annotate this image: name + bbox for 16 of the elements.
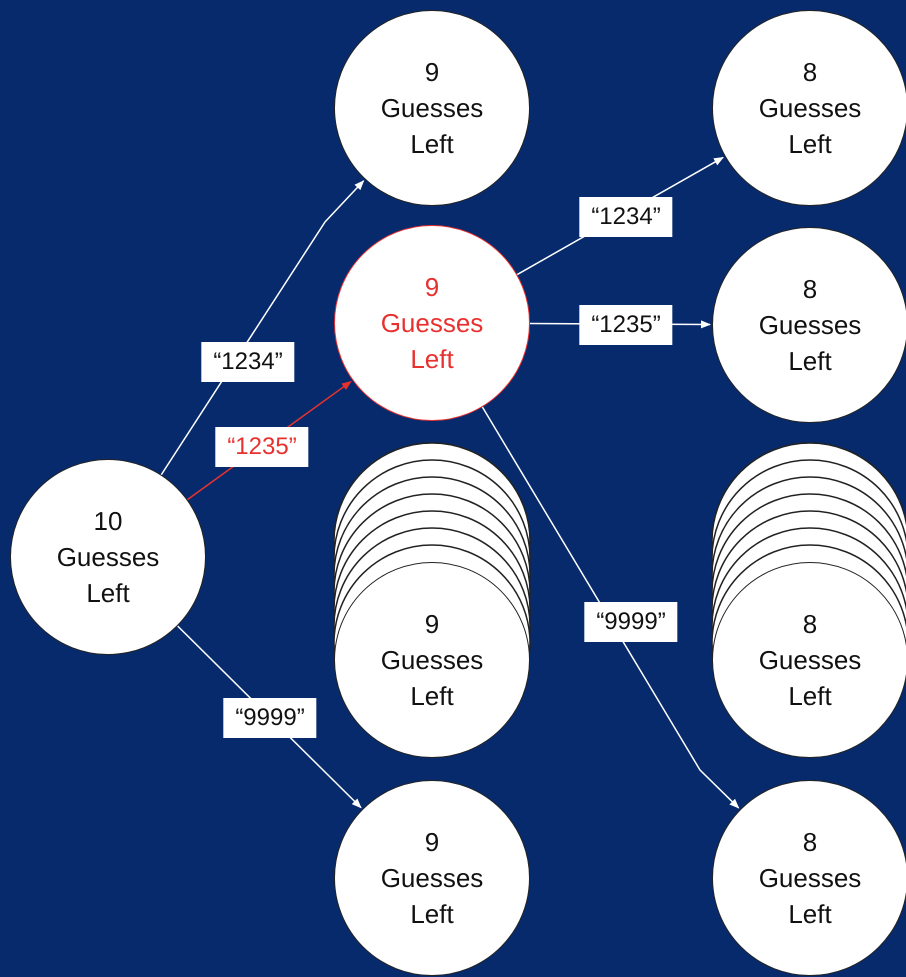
edge-label: “1235” bbox=[579, 305, 673, 345]
state-label: 8 Guesses Left bbox=[758, 826, 862, 931]
state-label: 8 Guesses Left bbox=[758, 608, 862, 713]
state-label: 9 Guesses Left bbox=[380, 271, 484, 376]
state-label: 8 Guesses Left bbox=[758, 273, 862, 378]
edge-label: “1234” bbox=[579, 197, 673, 237]
edge-label: “9999” bbox=[223, 698, 317, 738]
state-label: 9 Guesses Left bbox=[380, 608, 484, 713]
state-label: 10 Guesses Left bbox=[56, 505, 160, 610]
edge-label: “1234” bbox=[201, 342, 295, 382]
state-label: 9 Guesses Left bbox=[380, 826, 484, 931]
arrow bbox=[482, 406, 740, 809]
state-label: 8 Guesses Left bbox=[758, 56, 862, 161]
edge-label: “1235” bbox=[215, 427, 309, 467]
edge-label: “9999” bbox=[584, 602, 678, 642]
state-label: 9 Guesses Left bbox=[380, 56, 484, 161]
